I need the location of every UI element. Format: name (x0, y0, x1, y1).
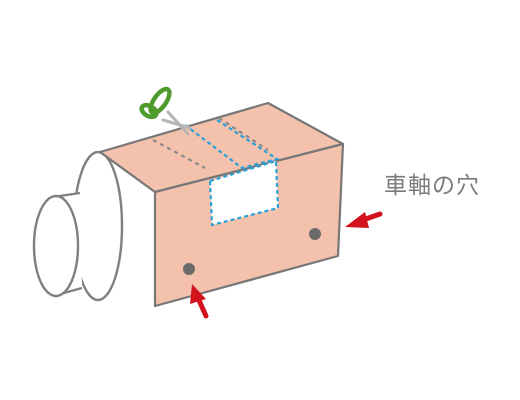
axle-hole (309, 228, 321, 240)
fold-line (218, 117, 269, 151)
arrow-icon (345, 211, 383, 228)
axle-hole-label: 車軸の穴 (384, 173, 480, 199)
scissors-icon (139, 86, 192, 136)
box (98, 101, 345, 308)
paper-roll (32, 150, 160, 306)
fold-line (152, 139, 206, 169)
roll-opening (32, 194, 80, 298)
axle-hole (183, 263, 195, 275)
arrow-icon (190, 284, 209, 319)
box-front-face (153, 142, 345, 308)
cut-line-top (184, 117, 280, 170)
cut-window (208, 159, 280, 227)
